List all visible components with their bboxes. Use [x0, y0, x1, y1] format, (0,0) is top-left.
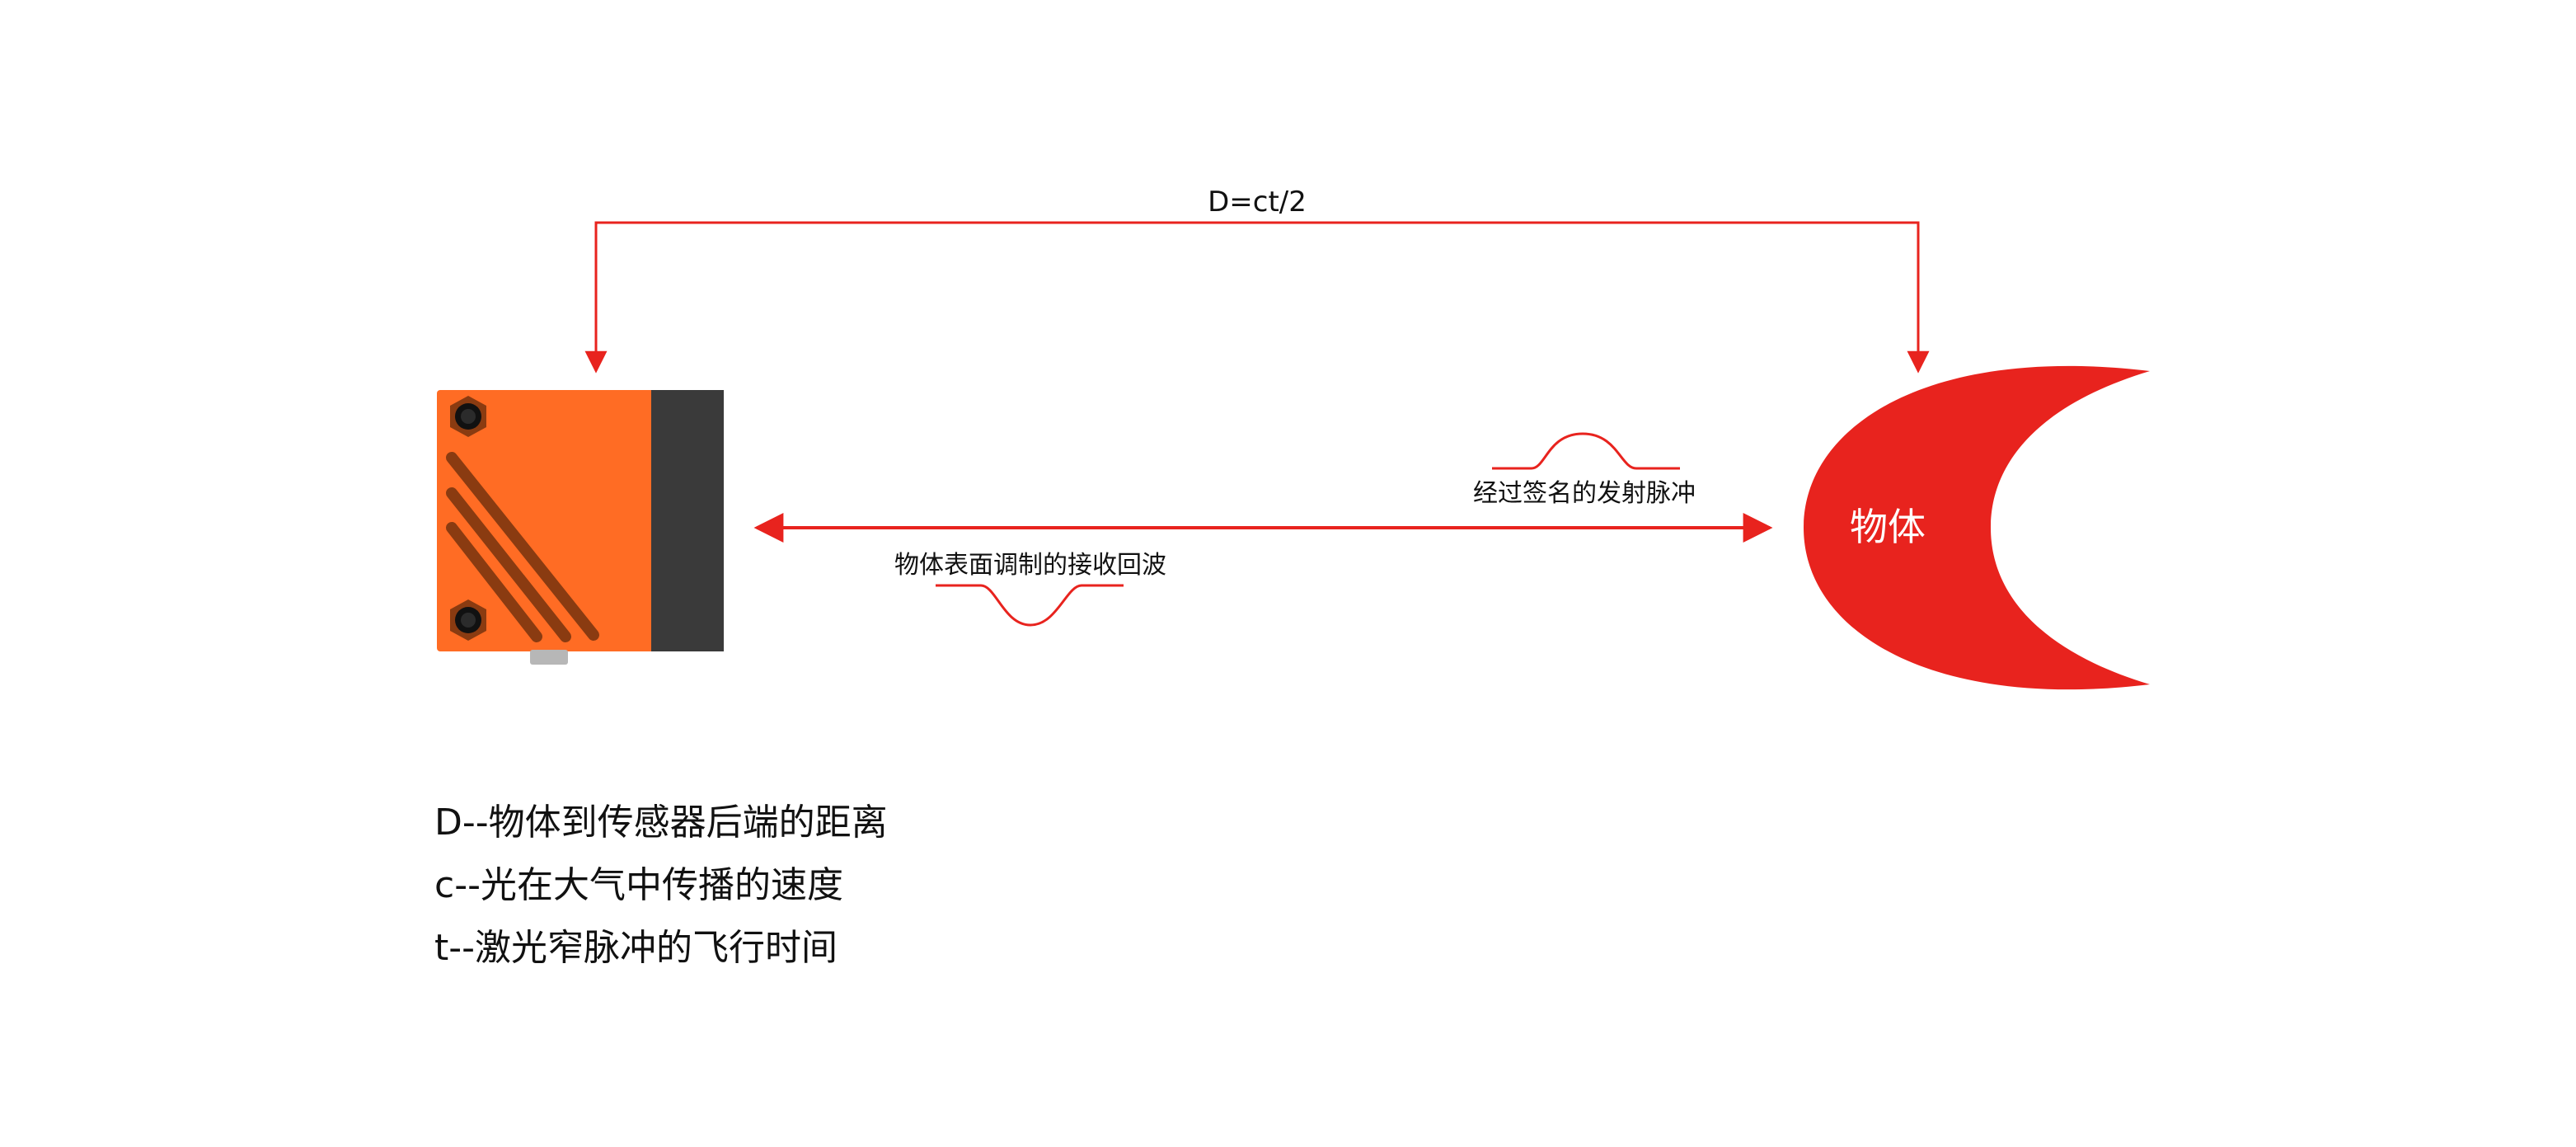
emitted-pulse-waveform: [1492, 432, 1680, 470]
legend-line-speed: c--光在大气中传播的速度: [434, 864, 843, 906]
legend: D--物体到传感器后端的距离 c--光在大气中传播的速度 t--激光窄脉冲的飞行…: [434, 792, 888, 980]
object-icon: [1804, 365, 2150, 690]
formula-label: D=ct/2: [1208, 186, 1307, 219]
object-label: 物体: [1850, 505, 1926, 549]
distance-bracket: [584, 221, 1930, 374]
received-echo-waveform: [936, 584, 1124, 627]
sensor-hex-bolt-bottom-icon: [450, 599, 486, 641]
legend-line-time: t--激光窄脉冲的飞行时间: [434, 927, 838, 969]
legend-line-distance: D--物体到传感器后端的距离: [434, 801, 888, 844]
received-echo-label: 物体表面调制的接收回波: [894, 551, 1166, 580]
sensor-icon: [437, 390, 724, 665]
sensor-vent-slots: [446, 452, 599, 642]
emitted-pulse-label: 经过签名的发射脉冲: [1473, 479, 1696, 508]
sensor-hex-bolt-top-icon: [450, 396, 486, 437]
